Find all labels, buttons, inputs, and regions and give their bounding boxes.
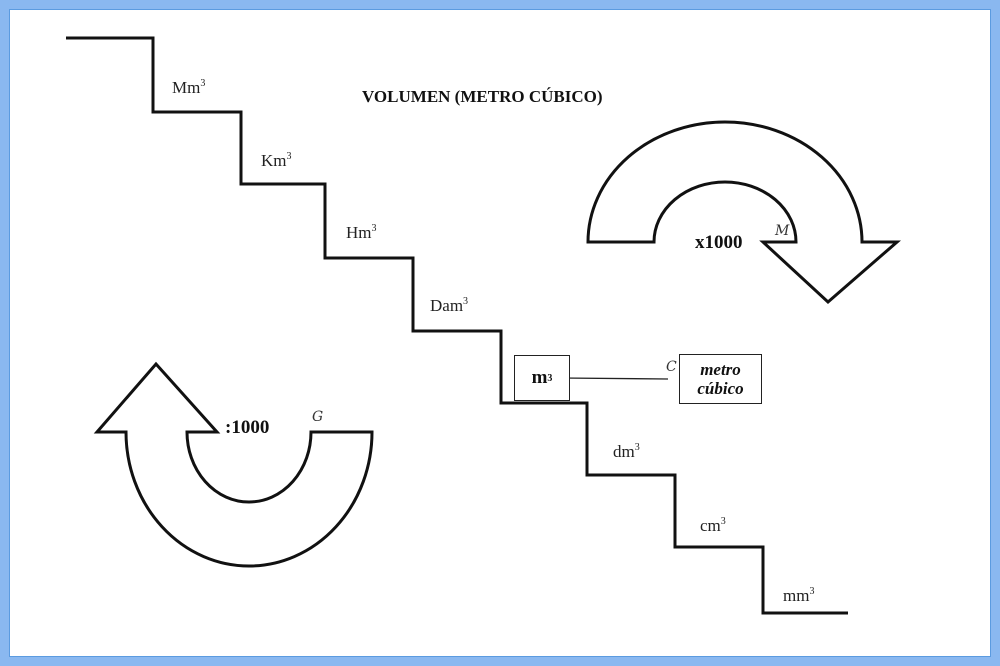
- multiply-mark: M: [775, 223, 790, 239]
- definition-box: metro cúbico: [679, 354, 762, 404]
- staircase-line: [66, 36, 848, 615]
- divide-label: :1000: [225, 417, 270, 438]
- unit-label-kilometro: Km3: [261, 151, 292, 170]
- unit-label-milimetro: mm3: [783, 586, 815, 605]
- unit-label-decametro: Dam3: [430, 296, 469, 315]
- divide-mark: G: [312, 409, 324, 425]
- unit-label-megametro: Mm3: [172, 78, 206, 97]
- divide-arrow-icon: [93, 361, 374, 568]
- multiply-arrow-icon: [586, 120, 902, 305]
- base-unit-label: m: [531, 367, 548, 388]
- unit-label-centimetro: cm3: [700, 516, 726, 535]
- base-unit-exponent: 3: [547, 372, 553, 384]
- connector-line: [560, 377, 669, 380]
- page-title: VOLUMEN (METRO CÚBICO): [362, 87, 603, 106]
- definition-line-1: metro: [700, 360, 741, 379]
- unit-label-decimetro: dm3: [613, 442, 640, 461]
- definition-mark: C: [666, 359, 677, 375]
- multiply-label: x1000: [695, 232, 743, 253]
- unit-label-hectometro: Hm3: [346, 223, 377, 242]
- definition-line-2: cúbico: [697, 379, 744, 398]
